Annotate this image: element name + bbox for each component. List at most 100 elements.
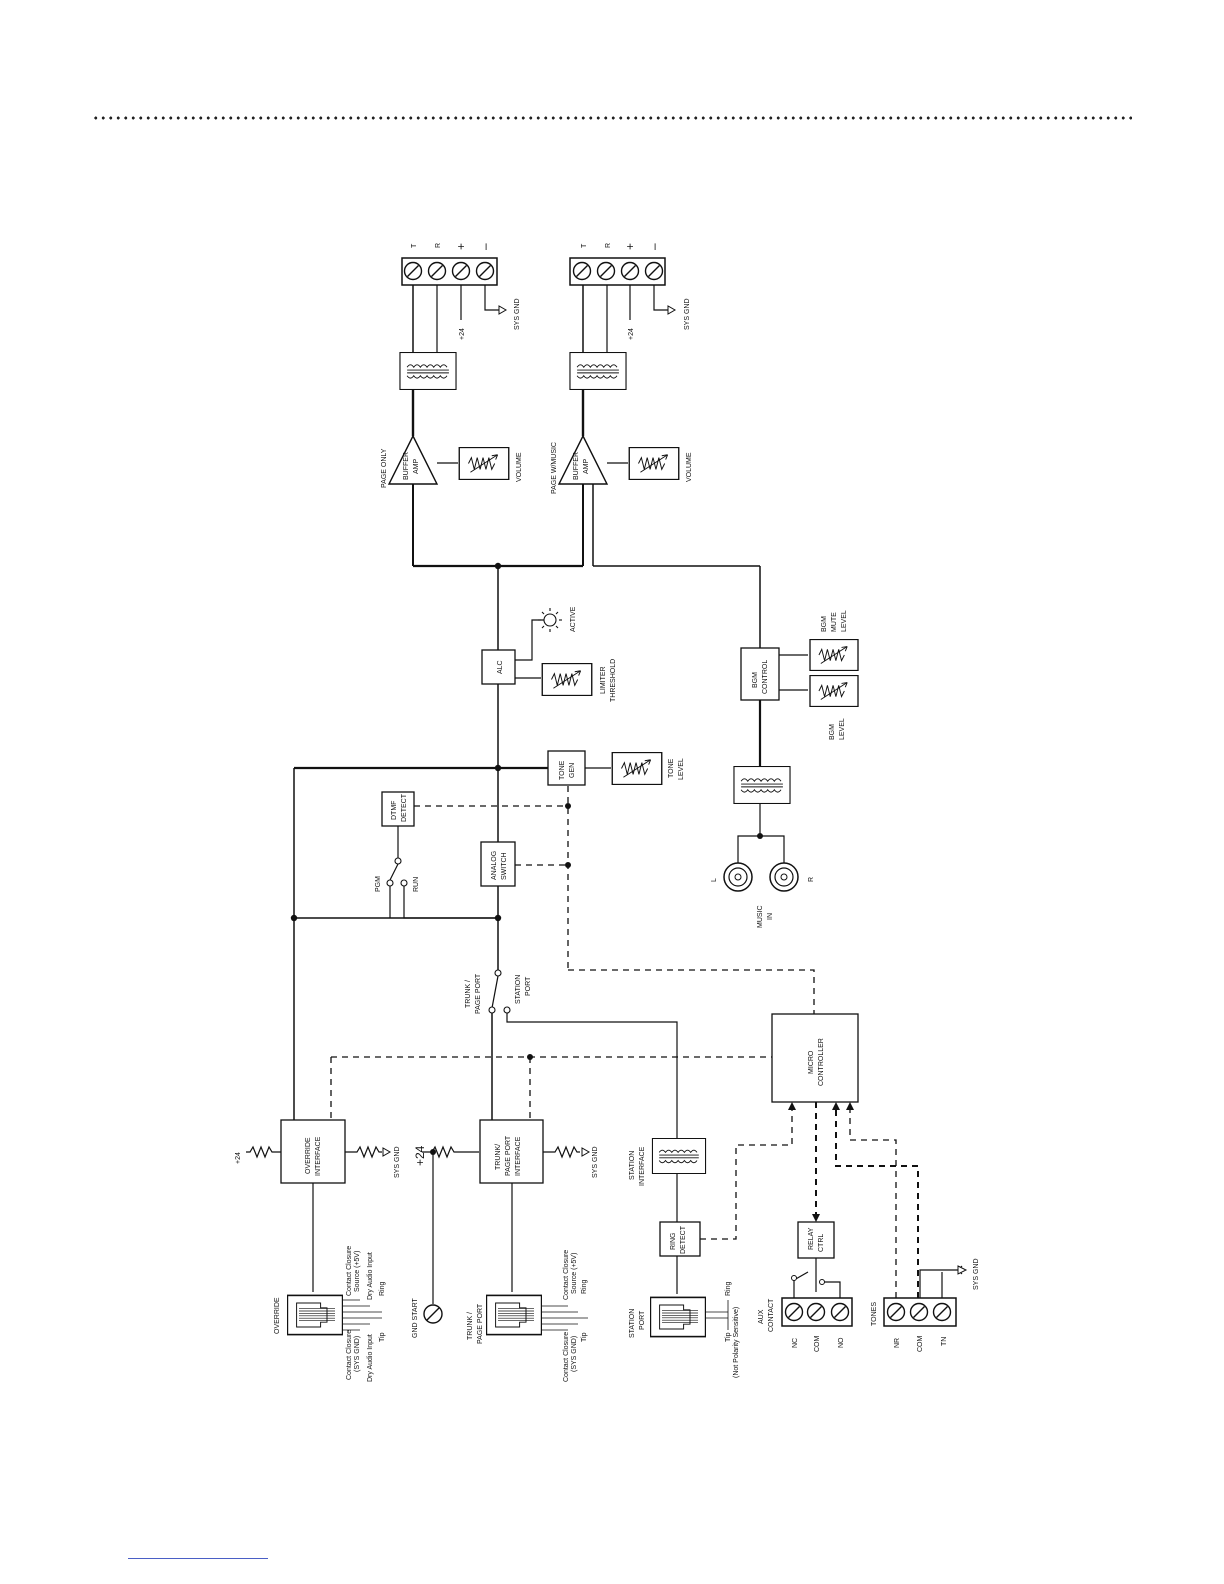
trunk-station-switch[interactable]: TRUNK / PAGE PORT STATION PORT — [465, 969, 532, 1014]
svg-text:LIMITER: LIMITER — [600, 666, 607, 694]
music-input: L R MUSIC IN — [711, 862, 815, 928]
svg-text:INTERFACE: INTERFACE — [315, 1136, 322, 1176]
svg-text:CONTACT: CONTACT — [768, 1298, 775, 1332]
aux-contact-block: AUX CONTACT NC COM NO — [758, 1297, 853, 1352]
screw-terminal-icon[interactable] — [806, 1302, 826, 1322]
control-lines-bold — [815, 1102, 919, 1298]
svg-text:PAGE PORT: PAGE PORT — [477, 1303, 484, 1344]
svg-text:Source (+5V): Source (+5V) — [571, 1253, 578, 1294]
station-transformer-icon — [651, 1138, 707, 1174]
screw-terminal-icon[interactable] — [909, 1302, 929, 1322]
svg-text:ALC: ALC — [497, 660, 504, 674]
alc-block: ALC ACTIVE LIMITER THRESHOLD — [481, 606, 617, 702]
terminal-minus-label: – — [478, 243, 492, 250]
svg-text:AMP: AMP — [413, 459, 420, 475]
bgm-block: BGM CONTROL BGM MUTE LEVEL BGM LEVEL — [740, 610, 859, 740]
screw-terminal-icon[interactable] — [830, 1302, 850, 1322]
tone-level-pot-icon[interactable] — [611, 752, 663, 785]
svg-text:IN: IN — [767, 913, 774, 920]
svg-text:TONE: TONE — [559, 760, 566, 780]
screw-terminal-icon[interactable] — [596, 261, 616, 281]
volume-pot-icon[interactable] — [458, 447, 510, 480]
trunk-page-port-jack: TRUNK / PAGE PORT Contact Closure Source… — [467, 1250, 588, 1382]
svg-text:COM: COM — [917, 1336, 924, 1353]
bgm-level-pot-icon[interactable] — [809, 675, 859, 707]
rca-jack-icon[interactable] — [723, 862, 753, 892]
ground-icon — [498, 305, 508, 315]
svg-text:Ring: Ring — [581, 1279, 588, 1294]
svg-text:BGM: BGM — [829, 724, 836, 740]
bgm-mute-level-pot-icon[interactable] — [809, 639, 859, 671]
override-interface-block: OVERRIDE INTERFACE +24 SYS GND — [235, 1119, 401, 1184]
terminal-block-page-only: T R + – +24 SYS GND — [401, 243, 521, 340]
svg-text:LEVEL: LEVEL — [678, 758, 685, 780]
svg-text:INTERFACE: INTERFACE — [515, 1136, 522, 1176]
screw-terminal-icon[interactable] — [403, 261, 423, 281]
svg-text:THRESHOLD: THRESHOLD — [610, 659, 617, 702]
trunk-interface-block: TRUNK/ PAGE PORT INTERFACE +24 SYS GND — [413, 1119, 599, 1184]
screw-terminal-icon[interactable] — [475, 261, 495, 281]
svg-text:TRUNK /: TRUNK / — [467, 1312, 474, 1340]
volume-pot-icon[interactable] — [628, 447, 680, 480]
svg-text:OVERRIDE: OVERRIDE — [305, 1137, 312, 1174]
rj-jack-icon[interactable] — [650, 1296, 706, 1338]
svg-text:SYS GND: SYS GND — [973, 1258, 980, 1290]
ring-detect-block: RING DETECT — [659, 1221, 701, 1257]
active-led-icon — [538, 608, 562, 632]
junction-dots — [290, 562, 763, 1155]
screw-terminal-icon[interactable] — [932, 1302, 952, 1322]
svg-text:BUFFER: BUFFER — [573, 452, 580, 480]
relay-ctrl-block: RELAY CTRL — [791, 1221, 835, 1285]
svg-text:Contact Closure: Contact Closure — [346, 1246, 353, 1296]
volume-label: VOLUME — [516, 452, 523, 482]
svg-text:RELAY: RELAY — [808, 1227, 815, 1250]
terminal-r-label: R — [605, 243, 612, 248]
svg-text:Source (+5V): Source (+5V) — [354, 1251, 361, 1292]
svg-text:CONTROLLER: CONTROLLER — [818, 1038, 825, 1086]
tones-terminal-block: TONES NR COM TN SYS GND — [871, 1258, 980, 1352]
svg-text:AMP: AMP — [583, 459, 590, 475]
svg-text:DETECT: DETECT — [680, 1225, 687, 1254]
svg-text:BGM: BGM — [821, 616, 828, 632]
limiter-threshold-pot-icon[interactable] — [541, 663, 593, 696]
rj-jack-icon[interactable] — [486, 1294, 542, 1336]
screw-terminal-icon[interactable] — [644, 261, 664, 281]
rca-jack-icon[interactable] — [769, 862, 799, 892]
svg-text:MUTE: MUTE — [831, 612, 838, 632]
screw-terminal-icon[interactable] — [572, 261, 592, 281]
rj-jack-icon[interactable] — [287, 1294, 343, 1336]
svg-text:AUX: AUX — [758, 1309, 765, 1324]
control-arrowheads — [788, 1102, 854, 1222]
gnd-start-terminal[interactable]: GND START — [412, 1297, 443, 1338]
ground-icon — [957, 1265, 968, 1275]
svg-text:(SYS GND): (SYS GND) — [354, 1336, 361, 1372]
terminal-minus-label: – — [647, 243, 661, 250]
svg-text:TRUNK/: TRUNK/ — [495, 1144, 502, 1170]
ground-icon — [581, 1147, 591, 1157]
screw-terminal-icon[interactable] — [451, 261, 471, 281]
ground-icon — [382, 1147, 392, 1157]
footer-rule — [128, 1558, 268, 1559]
svg-text:Dry Audio Input: Dry Audio Input — [367, 1252, 374, 1300]
svg-text:NO: NO — [838, 1337, 845, 1348]
music-transformer-icon — [733, 766, 791, 804]
screw-terminal-icon[interactable] — [427, 261, 447, 281]
svg-text:MICRO: MICRO — [808, 1050, 815, 1074]
pgm-run-switch[interactable]: PGM RUN — [375, 857, 420, 892]
svg-text:BGM: BGM — [752, 672, 759, 688]
screw-terminal-icon[interactable] — [620, 261, 640, 281]
analog-switch-block: ANALOG SWITCH — [480, 841, 516, 887]
svg-text:Dry Audio Input: Dry Audio Input — [367, 1334, 374, 1382]
screw-terminal-icon[interactable] — [784, 1302, 804, 1322]
svg-text:Tip: Tip — [581, 1332, 588, 1342]
wires — [246, 285, 963, 1304]
svg-text:OVERRIDE: OVERRIDE — [274, 1297, 281, 1334]
svg-text:TONE: TONE — [668, 758, 675, 778]
screw-terminal-icon[interactable] — [886, 1302, 906, 1322]
tone-gen-block: TONE GEN TONE LEVEL — [547, 750, 685, 786]
svg-text:STATION: STATION — [515, 975, 522, 1004]
svg-text:PGM: PGM — [375, 876, 382, 892]
dtmf-detect-block: DTMF DETECT — [381, 791, 415, 827]
